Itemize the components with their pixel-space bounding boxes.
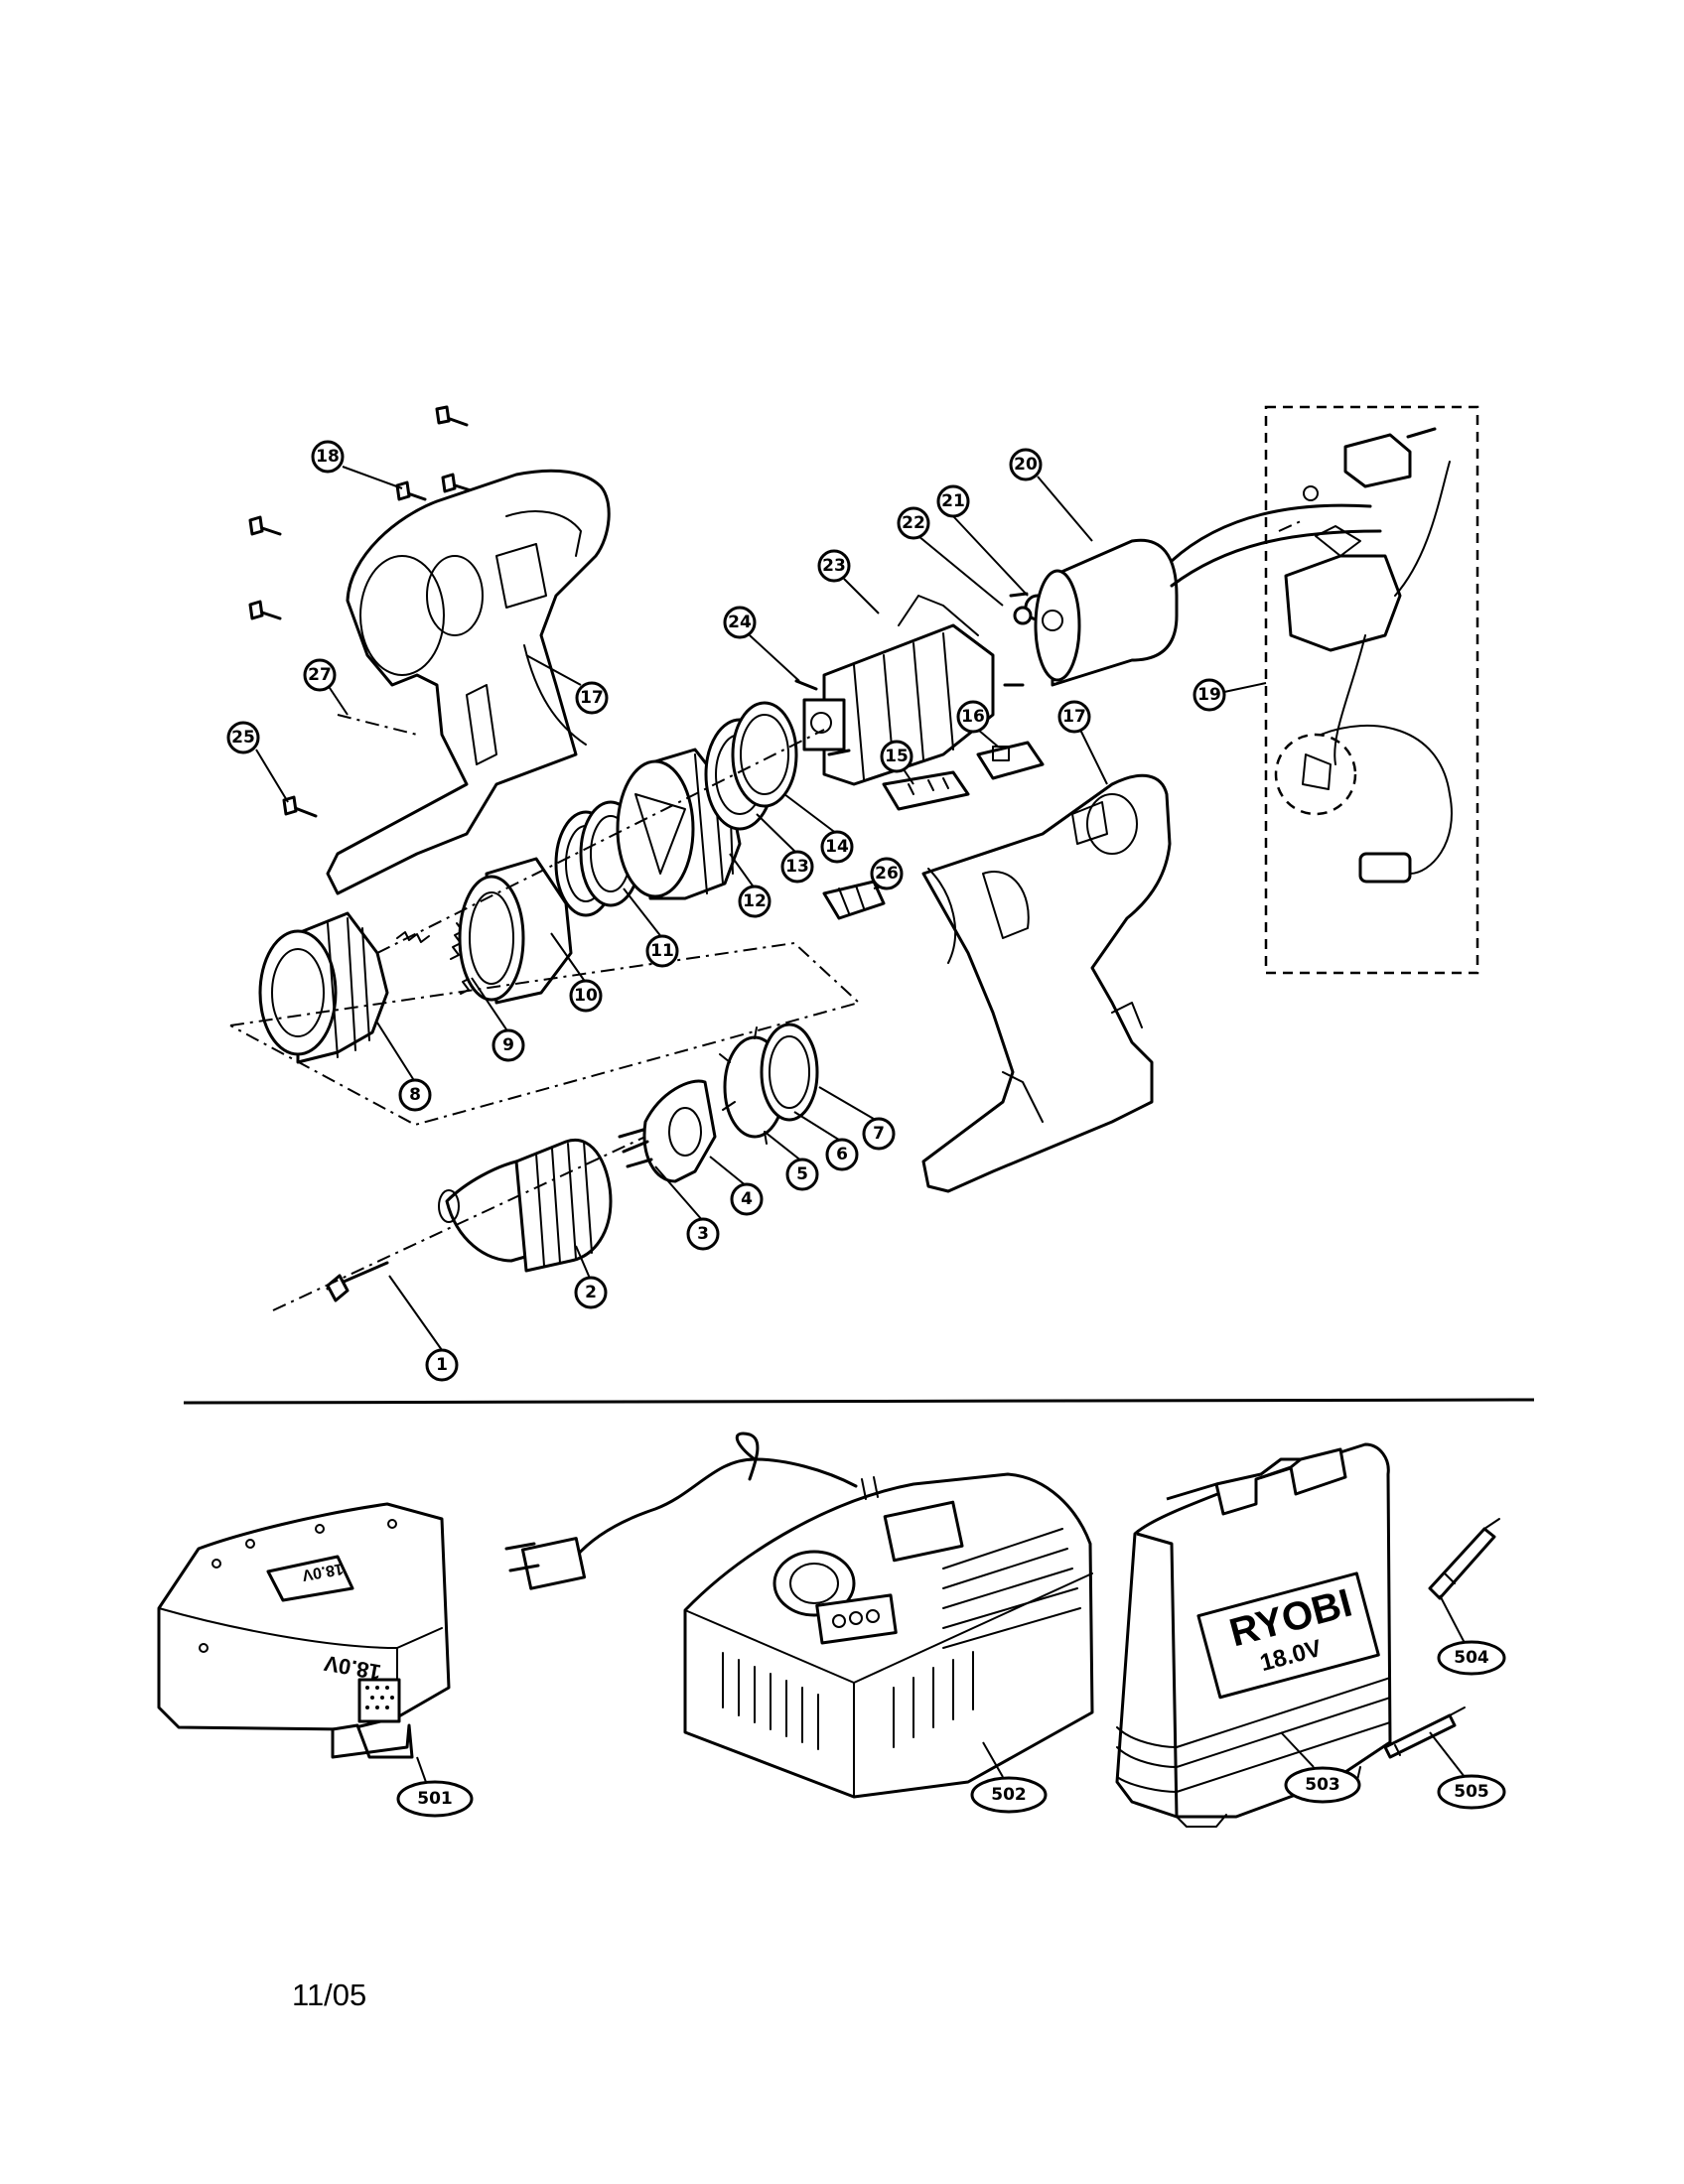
right-housing-half — [921, 773, 1172, 1193]
battery-pack: 18.0V 18.0V — [157, 1502, 451, 1759]
svg-text:17: 17 — [1062, 707, 1086, 727]
svg-text:20: 20 — [1014, 455, 1038, 475]
clutch-pins — [618, 1128, 653, 1168]
switch-contact — [976, 741, 1045, 780]
clutch-cover — [458, 857, 573, 1005]
callout-9: 9 — [491, 1028, 525, 1062]
callout-13: 13 — [780, 850, 814, 884]
callout-14: 14 — [820, 830, 854, 864]
driver-bit-505 — [1383, 1706, 1466, 1759]
battery-vent-dots — [365, 1686, 394, 1709]
svg-text:504: 504 — [1454, 1648, 1489, 1668]
section-divider — [183, 1398, 1535, 1405]
svg-text:8: 8 — [409, 1085, 421, 1105]
assembly-centerlines — [229, 520, 1302, 1311]
svg-text:13: 13 — [785, 857, 809, 877]
charger-vents — [722, 1528, 1081, 1750]
svg-text:9: 9 — [502, 1035, 514, 1055]
callout-3: 3 — [686, 1217, 720, 1251]
callout-501: 501 — [396, 1756, 474, 1818]
svg-text:24: 24 — [728, 613, 752, 632]
svg-text:10: 10 — [574, 986, 598, 1006]
svg-text:505: 505 — [1454, 1782, 1489, 1802]
callout-10: 10 — [569, 979, 603, 1013]
callout-1: 1 — [425, 1348, 459, 1382]
svg-text:1: 1 — [436, 1355, 448, 1375]
svg-text:17: 17 — [580, 688, 604, 708]
svg-text:503: 503 — [1305, 1775, 1340, 1795]
left-housing-half — [326, 469, 611, 895]
carrying-case: RYOBI 18.0V — [1115, 1442, 1392, 1828]
svg-text:2: 2 — [585, 1283, 597, 1302]
gearbox-assembly — [802, 595, 995, 786]
callout-21: 21 — [936, 484, 970, 518]
callout-26: 26 — [870, 857, 904, 890]
callout-17-left: 17 — [575, 681, 609, 715]
callout-16: 16 — [956, 700, 990, 734]
callout-23: 23 — [817, 549, 851, 583]
clutch-ring — [760, 1023, 819, 1122]
callout-505: 505 — [1429, 1731, 1506, 1810]
svg-text:7: 7 — [873, 1124, 885, 1144]
callout-12: 12 — [738, 885, 772, 918]
direction-button — [822, 880, 886, 920]
callout-25: 25 — [226, 721, 260, 754]
callout-11: 11 — [645, 934, 679, 968]
svg-text:502: 502 — [991, 1785, 1027, 1805]
callout-20: 20 — [1009, 448, 1043, 481]
callout-4: 4 — [730, 1182, 764, 1216]
callout-503: 503 — [1280, 1731, 1361, 1804]
brush-plate — [882, 770, 970, 811]
svg-text:501: 501 — [417, 1789, 453, 1809]
clutch-plate — [642, 1079, 717, 1183]
callout-7: 7 — [862, 1117, 896, 1151]
svg-text:16: 16 — [961, 707, 985, 727]
svg-text:12: 12 — [743, 891, 767, 911]
svg-text:27: 27 — [308, 665, 332, 685]
svg-text:18: 18 — [316, 447, 340, 467]
callout-502: 502 — [970, 1741, 1048, 1814]
callout-19: 19 — [1193, 678, 1226, 712]
switch-assembly-box — [1264, 405, 1479, 975]
motor — [1034, 503, 1382, 687]
callout-group-drill: 1 2 3 4 5 6 7 8 9 10 11 12 13 14 15 16 1… — [226, 440, 1267, 1382]
callout-18: 18 — [311, 440, 345, 474]
callout-6: 6 — [825, 1138, 859, 1171]
callout-24: 24 — [723, 606, 757, 639]
svg-text:4: 4 — [741, 1189, 753, 1209]
svg-text:22: 22 — [902, 513, 925, 533]
svg-text:21: 21 — [941, 491, 965, 511]
charger — [504, 1432, 1094, 1799]
clutch-sleeve — [258, 911, 389, 1064]
svg-text:14: 14 — [825, 837, 849, 857]
svg-text:15: 15 — [885, 747, 909, 766]
callout-2: 2 — [574, 1276, 608, 1309]
driver-bit-504 — [1428, 1518, 1500, 1600]
callout-5: 5 — [785, 1158, 819, 1191]
svg-text:25: 25 — [231, 728, 255, 748]
callout-17-right: 17 — [1057, 700, 1091, 734]
svg-text:23: 23 — [822, 556, 846, 576]
callout-504: 504 — [1437, 1594, 1506, 1676]
callout-27: 27 — [303, 658, 337, 692]
svg-text:11: 11 — [650, 941, 674, 961]
svg-text:5: 5 — [796, 1164, 808, 1184]
callout-8: 8 — [398, 1078, 432, 1112]
gearbox-screws — [794, 592, 1029, 756]
svg-text:26: 26 — [875, 864, 899, 884]
svg-text:3: 3 — [697, 1224, 709, 1244]
revision-date: 11/05 — [292, 1978, 367, 2012]
callout-22: 22 — [897, 506, 930, 540]
svg-text:6: 6 — [836, 1145, 848, 1164]
svg-text:19: 19 — [1197, 685, 1221, 705]
callout-15: 15 — [880, 740, 913, 773]
thrust-washer — [731, 701, 798, 808]
chuck — [438, 1138, 613, 1273]
